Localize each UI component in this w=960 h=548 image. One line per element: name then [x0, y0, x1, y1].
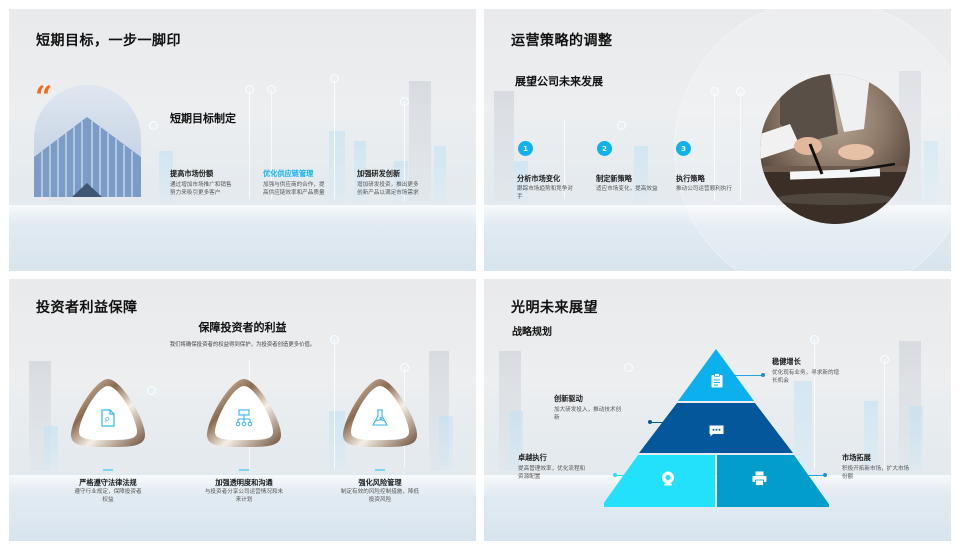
- connector-line: [807, 475, 825, 476]
- slide-short-term-goals[interactable]: 短期目标，一步一脚印 “ 短期目标制定 提高市场份额 通过增加市场推广和销售努力…: [9, 9, 476, 271]
- pyramid-label-desc-bottom-right: 积极开拓新市场，扩大市场份额: [842, 466, 910, 481]
- connector-line: [650, 422, 672, 423]
- section-subtitle: 战略规划: [512, 327, 552, 338]
- connector-dot: [761, 373, 765, 377]
- building-photo: [34, 85, 141, 197]
- svg-text:P: P: [105, 418, 110, 425]
- goal-title-3: 加强研发创新: [357, 169, 401, 178]
- step-badge-1: 1: [518, 141, 533, 156]
- pyramid-label-desc-bottom-left: 提高管理效率，优化流程和资源配置: [518, 466, 586, 481]
- connector-line: [615, 475, 635, 476]
- accent-dash: [103, 469, 113, 471]
- accent-dash: [239, 469, 249, 471]
- slide-operation-strategy[interactable]: 运营策略的调整 展望公司未来发展 1 分析市场变化 跟踪市场趋势和竞争对手 2 …: [484, 9, 951, 271]
- slide-title: 运营策略的调整: [511, 33, 613, 49]
- connector-dot: [613, 473, 617, 477]
- clipboard-icon: [711, 373, 723, 388]
- connector-dot: [823, 473, 827, 477]
- shield-frame-3: [343, 379, 417, 447]
- chat-icon: [709, 425, 724, 437]
- section-subtitle: 展望公司未来发展: [515, 75, 603, 88]
- shield-frame-1: [71, 379, 145, 447]
- org-chart-icon: [235, 409, 253, 427]
- step-title-3: 执行策略: [676, 174, 705, 183]
- pyramid-bottom-left: [604, 455, 715, 507]
- pyramid-label-title-top: 稳健增长: [772, 357, 801, 366]
- goal-title-1: 提高市场份额: [170, 169, 214, 178]
- step-title-1: 分析市场变化: [517, 174, 561, 183]
- goal-desc-2: 加强与供应商的合作，提高供应链效率和产品质量: [263, 182, 325, 197]
- protection-desc-2: 与投资者分享公司运营情况和未来计划: [204, 489, 284, 504]
- slide-title: 投资者利益保障: [36, 300, 138, 316]
- step-desc-2: 适应市场变化，提高效益: [596, 186, 658, 192]
- goal-desc-3: 增加研发投资，推出更多创新产品以满足市场需求: [357, 182, 419, 197]
- protection-title-1: 严格遵守法律法规: [79, 478, 137, 487]
- slide-title: 光明未来展望: [511, 300, 598, 316]
- webcam-icon: [662, 471, 674, 486]
- pyramid-label-title-bottom-right: 市场拓展: [842, 453, 871, 462]
- pyramid-label-title-bottom-left: 卓越执行: [518, 453, 547, 462]
- goal-desc-1: 通过增加市场推广和销售努力来吸引更多客户: [170, 182, 232, 197]
- step-desc-3: 推动公司运营顺利执行: [676, 186, 732, 192]
- goal-title-2: 优化供应链管理: [263, 169, 314, 178]
- pyramid-label-title-middle: 创新驱动: [554, 394, 583, 403]
- step-desc-1: 跟踪市场趋势和竞争对手: [517, 186, 573, 201]
- flask-icon: [372, 409, 388, 426]
- protection-title-3: 强化风险管理: [358, 478, 402, 487]
- step-badge-2: 2: [597, 141, 612, 156]
- step-title-2: 制定新策略: [596, 174, 632, 183]
- connector-line: [735, 375, 763, 376]
- slide-investor-protection[interactable]: 投资者利益保障 保障投资者的利益 我们将确保投资者的权益得到保护，为投资者创造更…: [9, 279, 476, 541]
- connector-dot: [648, 420, 652, 424]
- document-p-icon: P: [101, 409, 115, 427]
- protection-title-2: 加强透明度和沟通: [215, 478, 273, 487]
- pyramid-label-desc-middle: 加大研发投入，推动技术创新: [554, 407, 622, 422]
- accent-dash: [375, 469, 385, 471]
- protection-desc-3: 制定有效的风险控制措施，降低投资风险: [340, 489, 420, 504]
- protection-desc-1: 遵守行业规定，保障投资者权益: [74, 489, 142, 504]
- pyramid-label-desc-top: 优化现有业务，寻求新的增长机会: [772, 370, 840, 385]
- slide-bright-future[interactable]: 光明未来展望 战略规划 稳健增长 优化现有业务，寻求新的增长机会 创新驱动 加大…: [484, 279, 951, 541]
- section-subtitle: 保障投资者的利益: [198, 321, 287, 334]
- intro-text: 我们将确保投资者的权益得到保护，为投资者创造更多价值。: [169, 342, 316, 348]
- pyramid-bottom-right: [717, 455, 829, 507]
- step-badge-3: 3: [676, 141, 691, 156]
- slide-title: 短期目标，一步一脚印: [36, 33, 181, 49]
- shield-frame-2: [207, 379, 281, 447]
- printer-icon: [752, 471, 767, 486]
- section-subtitle: 短期目标制定: [170, 112, 236, 125]
- business-meeting-photo: [760, 74, 910, 224]
- quote-icon: “: [35, 80, 53, 115]
